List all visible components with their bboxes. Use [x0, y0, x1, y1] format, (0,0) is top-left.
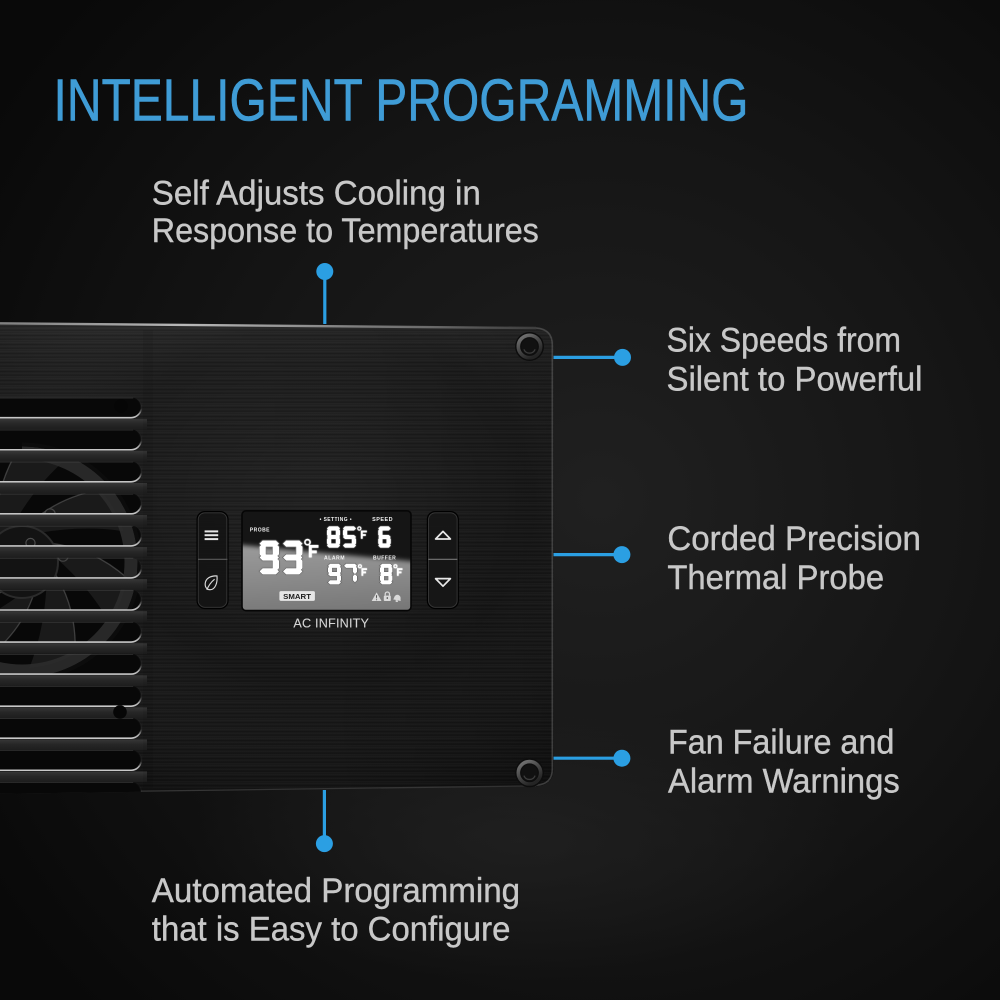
svg-text:Alarm Warnings: Alarm Warnings: [668, 763, 900, 801]
svg-text:AC INFINITY: AC INFINITY: [293, 616, 369, 631]
svg-text:that is Easy to Configure: that is Easy to Configure: [152, 911, 511, 949]
svg-text:Six Speeds from: Six Speeds from: [667, 322, 902, 360]
svg-text:Self Adjusts Cooling in: Self Adjusts Cooling in: [152, 174, 481, 212]
svg-text:Thermal Probe: Thermal Probe: [667, 559, 884, 597]
svg-text:Automated Programming: Automated Programming: [152, 872, 520, 910]
svg-text:Response to Temperatures: Response to Temperatures: [152, 212, 539, 250]
svg-text:Silent to Powerful: Silent to Powerful: [667, 360, 923, 398]
svg-text:ALARM: ALARM: [324, 556, 345, 562]
svg-text:PROBE: PROBE: [250, 527, 270, 533]
svg-text:• SETTING •: • SETTING •: [320, 517, 352, 523]
svg-text:INTELLIGENT PROGRAMMING: INTELLIGENT PROGRAMMING: [54, 66, 749, 133]
svg-text:Corded Precision: Corded Precision: [667, 520, 921, 558]
svg-text:SPEED: SPEED: [372, 517, 393, 523]
svg-text:BUFFER: BUFFER: [373, 556, 396, 562]
svg-text:Fan Failure and: Fan Failure and: [668, 724, 894, 762]
svg-text:SMART: SMART: [283, 592, 311, 601]
